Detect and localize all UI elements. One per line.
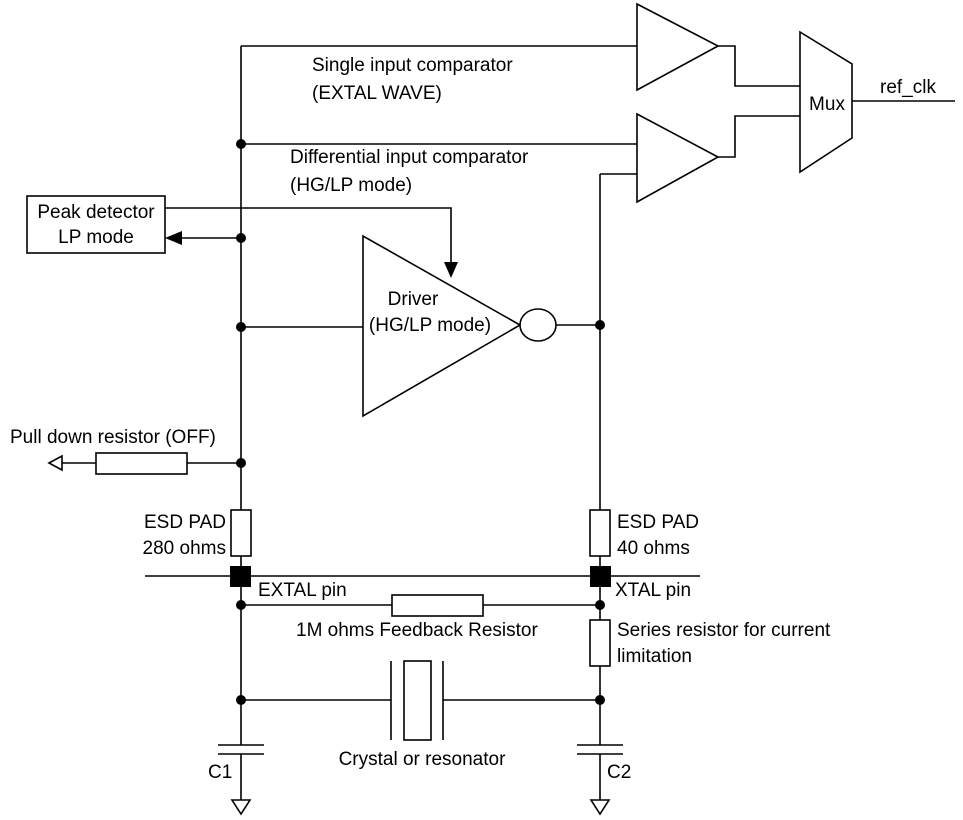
ground-icon bbox=[230, 799, 252, 816]
driver-mode-label: (HG/LP mode) bbox=[369, 315, 491, 336]
mux-block bbox=[799, 30, 853, 174]
series-resistor-label: Series resistor for current bbox=[617, 620, 831, 641]
esd-right-value: 40 ohms bbox=[617, 538, 690, 559]
single-comparator-label: Single input comparator bbox=[312, 55, 513, 76]
driver-label: Driver bbox=[388, 289, 439, 310]
ref-clk-label: ref_clk bbox=[880, 77, 936, 98]
series-resistor bbox=[589, 619, 611, 667]
arrow-left-icon bbox=[165, 231, 182, 245]
differential-input-comparator bbox=[636, 112, 720, 204]
arrow-down-icon bbox=[444, 262, 458, 278]
pull-down-resistor bbox=[95, 452, 188, 475]
extal-pin-label: EXTAL pin bbox=[258, 580, 347, 601]
peak-detector-box bbox=[26, 195, 166, 254]
esd-resistor-right bbox=[589, 509, 611, 557]
pull-down-label: Pull down resistor (OFF) bbox=[10, 427, 216, 448]
single-input-comparator bbox=[636, 2, 720, 92]
wires bbox=[62, 45, 955, 800]
capacitor-c2 bbox=[577, 744, 623, 755]
driver-amplifier bbox=[362, 234, 522, 418]
single-comparator-mode-label: (EXTAL WAVE) bbox=[312, 83, 442, 104]
arrow-left-outline-icon bbox=[47, 454, 63, 472]
diff-comparator-label: Differential input comparator bbox=[290, 147, 529, 168]
driver-inverter-bubble bbox=[519, 308, 557, 342]
peak-detector-label: Peak detector bbox=[37, 202, 155, 223]
esd-left-value: 280 ohms bbox=[143, 538, 226, 559]
xtal-pin-label: XTAL pin bbox=[615, 580, 691, 601]
crystal-label: Crystal or resonator bbox=[339, 749, 507, 770]
peak-detector-mode-label: LP mode bbox=[58, 227, 134, 248]
series-resistor-label-2: limitation bbox=[617, 646, 692, 667]
c2-label: C2 bbox=[607, 762, 631, 783]
diff-comparator-mode-label: (HG/LP mode) bbox=[290, 175, 412, 196]
feedback-resistor-label: 1M ohms Feedback Resistor bbox=[296, 620, 538, 641]
xtal-pin-pad bbox=[590, 566, 611, 587]
capacitor-c1 bbox=[218, 744, 264, 755]
ground-icon bbox=[589, 799, 611, 816]
junction-dots bbox=[236, 139, 605, 705]
esd-resistor-left bbox=[230, 509, 252, 557]
c1-label: C1 bbox=[208, 762, 232, 783]
esd-left-label: ESD PAD bbox=[144, 512, 226, 533]
feedback-resistor bbox=[391, 594, 484, 617]
esd-right-label: ESD PAD bbox=[617, 512, 699, 533]
mux-label: Mux bbox=[809, 94, 845, 115]
extal-pin-pad bbox=[230, 566, 251, 587]
crystal-resonator bbox=[390, 660, 444, 741]
